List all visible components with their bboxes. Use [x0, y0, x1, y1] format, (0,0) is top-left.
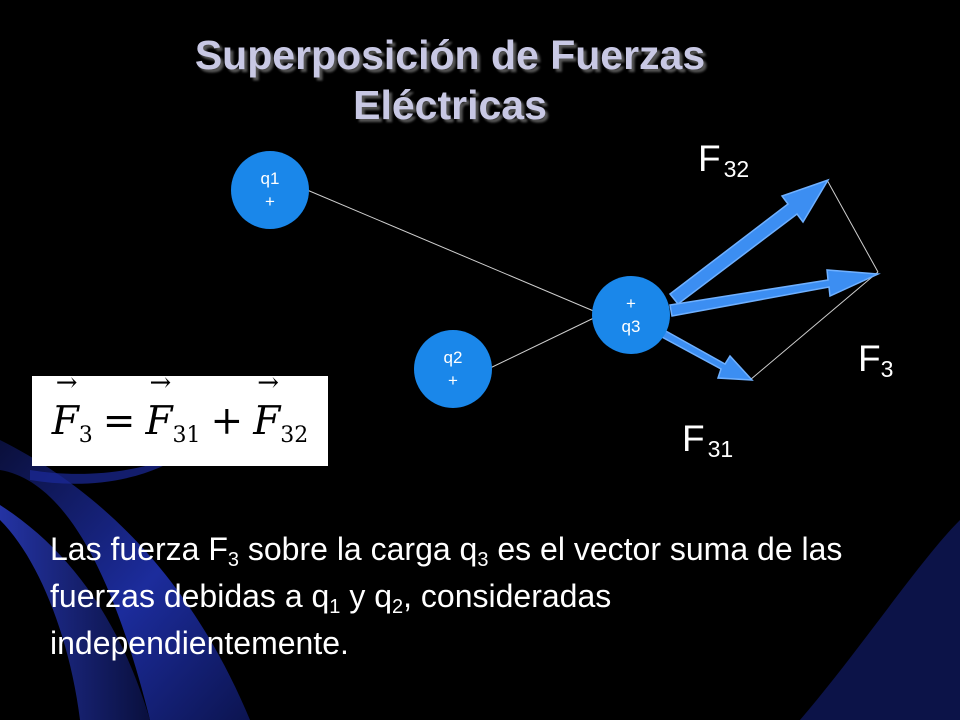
formula-term1-sub: 31: [172, 422, 201, 448]
swoosh-band-edge: [30, 450, 190, 484]
formula-lhs-sub: 3: [78, 422, 93, 448]
connector-q2-q3: [485, 315, 599, 371]
formula-term2-sub: 32: [280, 422, 309, 448]
formula-term2: F: [253, 398, 281, 444]
label-f31-base: F: [682, 418, 705, 459]
body-s1: Las fuerza F: [50, 531, 228, 567]
swoosh-band-right: [800, 520, 960, 720]
swoosh-band-main: [0, 440, 250, 720]
arrow-f3: [669, 269, 881, 317]
charge-q2-label: q2: [443, 348, 463, 367]
swoosh-band-lower: [0, 505, 150, 720]
charge-q1: q1 +: [231, 151, 309, 229]
body-s4: y q: [340, 578, 392, 614]
formula-lhs: F: [51, 398, 79, 444]
charge-q3: + q3: [592, 276, 670, 354]
slide-title: Superposición de Fuerzas Eléctricas: [110, 30, 790, 130]
body-paragraph: Las fuerza F3 sobre la carga q3 es el ve…: [50, 528, 910, 664]
label-f3-base: F: [858, 338, 881, 379]
connector-q1-q3: [299, 186, 597, 313]
parallelogram-edge-lower: [749, 271, 879, 381]
label-f3: F3: [858, 338, 893, 381]
body-s3: es el vector suma de las fuerzas debidas…: [50, 531, 843, 614]
formula-equals: =: [102, 398, 136, 444]
title-line-1: Superposición de Fuerzas: [194, 32, 706, 78]
body-s3-sub: 1: [329, 596, 341, 618]
title-line-2: Eléctricas: [353, 82, 547, 128]
body-s4-sub: 2: [392, 596, 404, 618]
charge-q2: q2 +: [414, 330, 492, 408]
body-s2: sobre la carga q: [238, 531, 478, 567]
formula-vector-f3: F3: [51, 368, 93, 448]
label-f32-base: F: [698, 138, 721, 179]
formula-box: F3 = F31 + F32: [32, 368, 328, 466]
formula-vector-f31: F31: [145, 368, 200, 448]
charge-q1-label: q1: [260, 169, 280, 188]
charge-q1-sign: +: [265, 192, 275, 211]
body-s2-sub: 3: [477, 549, 489, 571]
label-f32-sub: 32: [723, 156, 750, 182]
formula-vector-f32: F32: [253, 368, 308, 448]
charge-q3-sign: +: [626, 294, 636, 313]
label-f3-sub: 3: [880, 356, 894, 382]
parallelogram-edge-upper: [826, 179, 879, 273]
arrow-f32: [668, 178, 830, 306]
label-f31-sub: 31: [707, 436, 734, 462]
charge-q2-sign: +: [448, 371, 458, 390]
formula-plus: +: [210, 398, 244, 444]
body-s1-sub: 3: [227, 549, 239, 571]
body-s5: , consideradas independientemente.: [50, 578, 612, 661]
arrow-f31: [658, 329, 754, 381]
charge-q3-label: q3: [621, 317, 641, 336]
formula-term1: F: [145, 398, 173, 444]
